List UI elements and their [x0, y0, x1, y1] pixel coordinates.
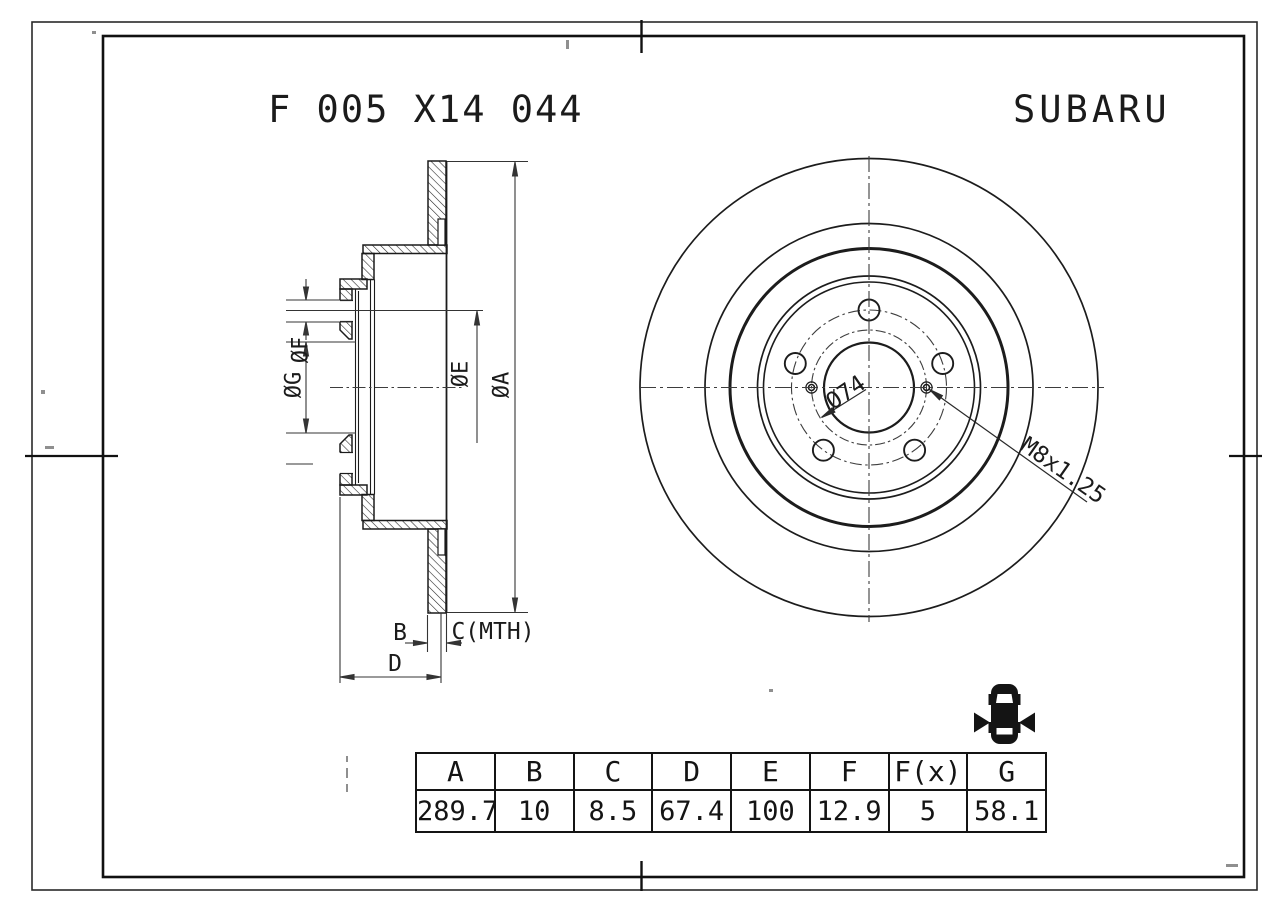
value-cell: 10: [493, 789, 575, 833]
front-view: [639, 156, 1104, 622]
sheet-borders: [25, 20, 1262, 891]
right-axle-arrow: [1019, 712, 1035, 733]
value-cell: 289.7: [415, 789, 496, 833]
value-cell: 5: [887, 789, 969, 833]
dimension-table: A B C D E F F(x) G 289.7 10 8.5 67.4 100…: [415, 752, 1047, 833]
value-cell: 58.1: [966, 789, 1047, 833]
part-number: F 005 X14 044: [268, 88, 584, 131]
label-dia-e: ØE: [448, 360, 474, 388]
label-b: B: [393, 620, 407, 646]
bolt-holes: [783, 298, 955, 462]
label-dia-g: ØG: [281, 371, 307, 399]
header-cell: F: [808, 752, 890, 791]
label-dia-a: ØA: [489, 371, 515, 399]
header-cell: F(x): [887, 752, 969, 791]
label-c-mth: C(MTH): [451, 619, 535, 645]
header-cell: B: [493, 752, 575, 791]
value-cell: 100: [730, 789, 811, 833]
left-axle-arrow: [974, 712, 990, 733]
label-d: D: [388, 651, 402, 677]
flange-bolt-holes: [339, 300, 353, 474]
thread-leader: [929, 388, 1088, 503]
car-top-view-icon: [974, 684, 1035, 744]
brand-name: SUBARU: [1013, 88, 1171, 131]
dimension-table-value-row: 289.7 10 8.5 67.4 100 12.9 5 58.1: [415, 789, 1047, 833]
header-cell: E: [730, 752, 811, 791]
label-dia-f: ØF: [288, 336, 314, 364]
header-cell: D: [651, 752, 732, 791]
section-view: [330, 160, 465, 614]
front-view-centerlines: [640, 156, 1104, 622]
header-cell: G: [966, 752, 1047, 791]
header-cell: C: [572, 752, 654, 791]
value-cell: 67.4: [651, 789, 732, 833]
value-cell: 12.9: [808, 789, 890, 833]
section-dimensions: [286, 160, 528, 683]
header-cell: A: [415, 752, 496, 791]
rim-slots: [437, 218, 446, 556]
dimension-table-header-row: A B C D E F F(x) G: [415, 752, 1047, 791]
bore-leader: [821, 388, 867, 419]
value-cell: 8.5: [572, 789, 654, 833]
scan-noise: [41, 31, 1238, 867]
